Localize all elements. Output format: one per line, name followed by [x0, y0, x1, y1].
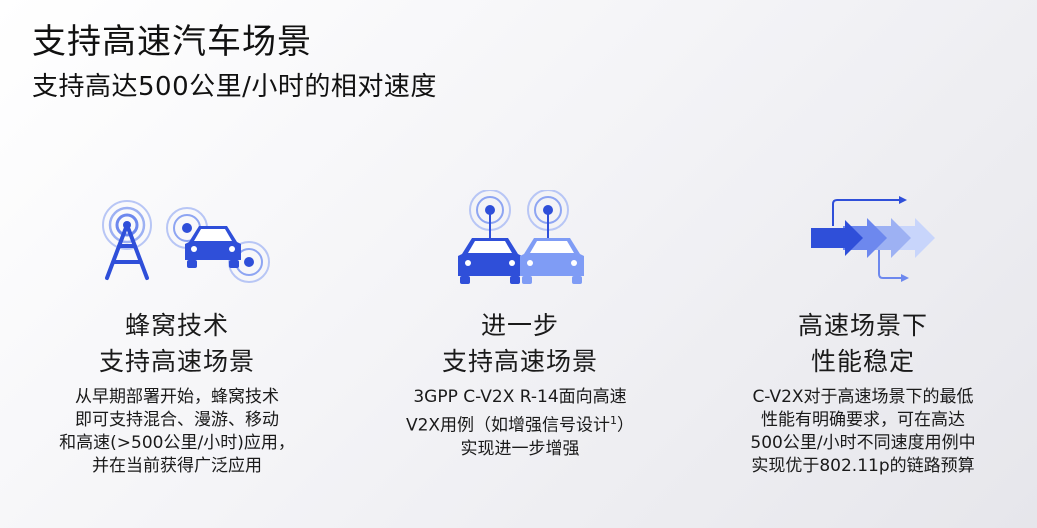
description-line: V2X用例（如增强信号设计1）: [375, 409, 665, 438]
column-heading-line2: 支持高速场景: [441, 347, 598, 376]
description-line: 并在当前获得广泛应用: [92, 456, 262, 476]
description-line: C-V2X对于高速场景下的最低: [752, 387, 974, 407]
description-text: V2X用例（如增强信号设计: [405, 415, 611, 436]
feature-column-enhanced: 进一步 支持高速场景 3GPP C-V2X R-14面向高速 V2X用例（如增强…: [355, 190, 685, 461]
page-subtitle: 支持高达500公里/小时的相对速度: [32, 72, 437, 102]
feature-column-cellular: 蜂窝技术 支持高速场景 从早期部署开始，蜂窝技术 即可支持混合、漫游、移动 和高…: [12, 190, 342, 478]
column-heading-line2: 支持高速场景: [98, 347, 255, 376]
description-line: 3GPP C-V2X R-14面向高速: [413, 387, 627, 407]
column-heading-line1: 高速场景下: [797, 311, 928, 340]
description-line: 性能有明确要求，可在高达: [761, 410, 965, 430]
column-description: 从早期部署开始，蜂窝技术 即可支持混合、漫游、移动 和高速(>500公里/小时)…: [37, 386, 317, 478]
speed-arrows-icon: [811, 196, 935, 282]
two-cars-signal-icon: [458, 190, 584, 284]
description-line: 和高速(>500公里/小时)应用，: [59, 433, 295, 453]
page-title: 支持高速汽车场景: [32, 22, 312, 62]
column-heading-line1: 蜂窝技术: [124, 311, 229, 340]
description-line: 即可支持混合、漫游、移动: [75, 410, 279, 430]
column-heading-line2: 性能稳定: [810, 347, 915, 376]
description-line: 500公里/小时不同速度用例中: [750, 433, 976, 453]
footnote-marker: 1: [610, 414, 618, 427]
feature-column-stable: 高速场景下 性能稳定 C-V2X对于高速场景下的最低 性能有明确要求，可在高达 …: [698, 190, 1028, 478]
description-text: ）: [617, 415, 635, 436]
description-line: 实现优于802.11p的链路预算: [751, 456, 975, 476]
description-line: 从早期部署开始，蜂窝技术: [75, 387, 279, 407]
column-heading-line1: 进一步: [480, 311, 559, 340]
cell-tower-car-icon: [102, 200, 270, 283]
column-description: C-V2X对于高速场景下的最低 性能有明确要求，可在高达 500公里/小时不同速…: [708, 386, 1018, 478]
column-description: 3GPP C-V2X R-14面向高速 V2X用例（如增强信号设计1） 实现进一…: [375, 386, 665, 461]
description-line: 实现进一步增强: [460, 438, 580, 459]
